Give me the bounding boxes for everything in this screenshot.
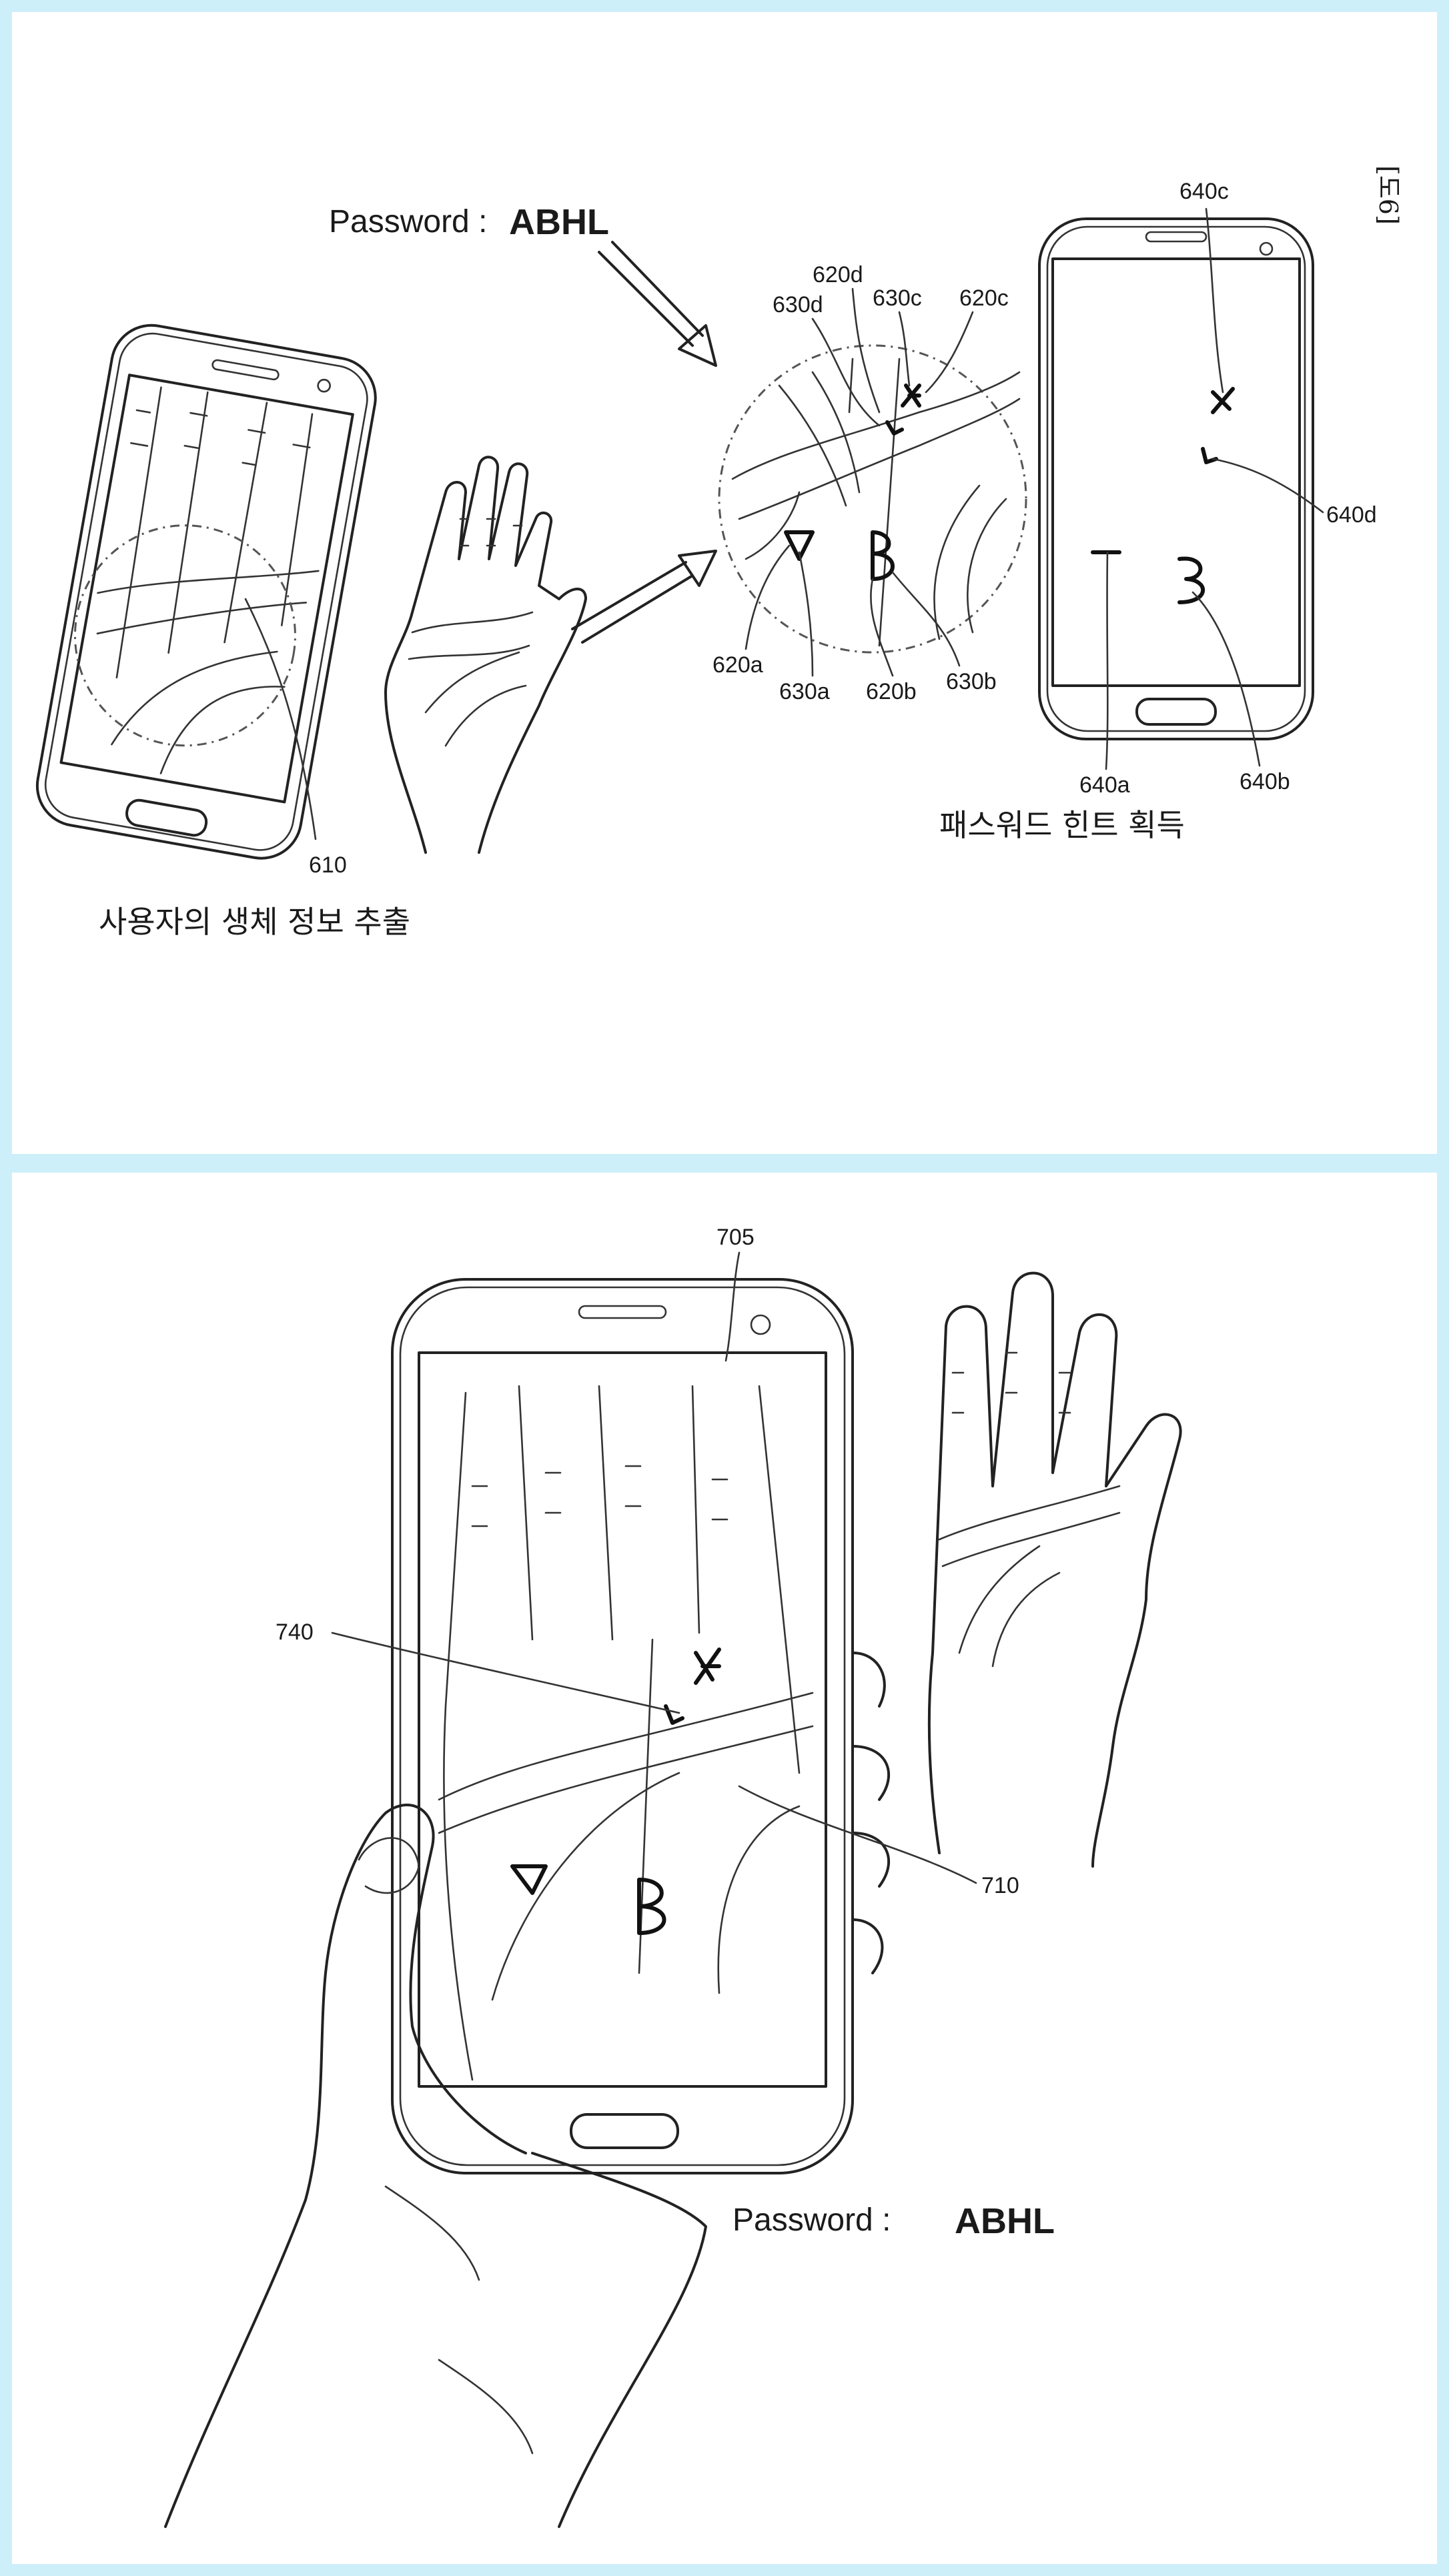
- caption-hint: 패스워드 힌트 획득: [939, 807, 1185, 843]
- label-630a: 630a: [779, 679, 830, 704]
- zoom-circle: [718, 344, 1027, 654]
- figure-6-panel: [도6] Password : ABHL 610: [12, 12, 1437, 1154]
- label-620b: 620b: [866, 679, 917, 704]
- label-710: 710: [981, 1873, 1019, 1898]
- arrow-to-zoom-upper: [598, 241, 717, 367]
- holding-hand: [164, 1652, 891, 2528]
- leader-740: [331, 1632, 680, 1714]
- right-phone: [1038, 217, 1314, 740]
- screen-glyph-a: [510, 1864, 548, 1895]
- screen-glyph-b: [637, 1878, 666, 1935]
- password-label: Password :: [329, 204, 487, 239]
- main-phone: [391, 1278, 854, 2174]
- figure-7-drawing: 705 740 710 Password : ABHL: [164, 1225, 1182, 2528]
- left-hand: [384, 456, 587, 854]
- label-640a: 640a: [1079, 772, 1130, 798]
- glyph-h: [901, 384, 921, 408]
- caption-extract: 사용자의 생체 정보 추출: [99, 904, 410, 940]
- right-hand: [927, 1271, 1182, 1868]
- leader-705: [724, 1251, 741, 1362]
- figure-number: [도6]: [1374, 165, 1403, 225]
- label-705: 705: [716, 1225, 755, 1250]
- label-640b: 640b: [1240, 769, 1290, 794]
- label-640c: 640c: [1179, 179, 1229, 204]
- hint-h: [1211, 387, 1235, 414]
- label-630b: 630b: [946, 669, 997, 694]
- label-610: 610: [309, 852, 347, 878]
- left-phone: [35, 324, 377, 860]
- label-620d: 620d: [813, 262, 863, 287]
- glyph-a: [784, 530, 815, 561]
- glyph-l: [885, 420, 904, 436]
- hint-b: [1177, 556, 1205, 604]
- leader-710: [738, 1785, 977, 1884]
- password-value: ABHL: [509, 202, 609, 242]
- screen-glyph-l: [664, 1704, 684, 1725]
- hint-l: [1201, 447, 1218, 464]
- label-620c: 620c: [959, 285, 1009, 311]
- figure-7-panel: 705 740 710 Password : ABHL: [12, 1173, 1437, 2564]
- glyph-b: [871, 530, 895, 581]
- arrow-to-zoom-lower: [571, 550, 717, 644]
- leader-610: [244, 598, 317, 840]
- label-740: 740: [276, 1620, 314, 1645]
- label-630c: 630c: [873, 285, 922, 311]
- figure-6-drawing: [도6] Password : ABHL 610: [35, 165, 1403, 940]
- label-620a: 620a: [712, 652, 763, 678]
- screen-glyph-h: [694, 1648, 721, 1685]
- password-value-bottom: ABHL: [955, 2201, 1055, 2241]
- label-640d: 640d: [1326, 502, 1377, 528]
- label-630d: 630d: [773, 292, 823, 317]
- password-label-bottom: Password :: [733, 2202, 891, 2238]
